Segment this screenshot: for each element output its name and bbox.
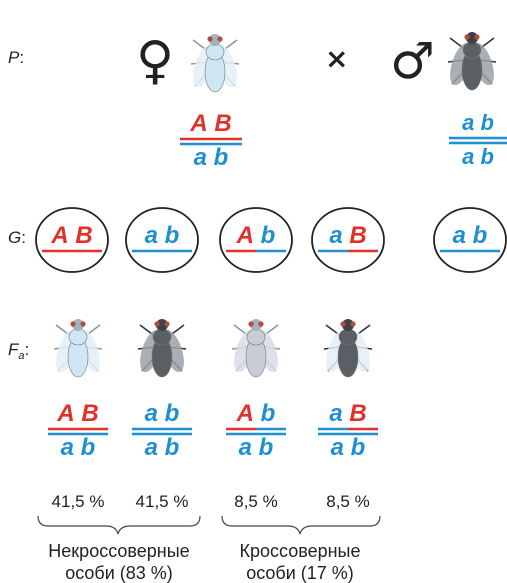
allele: b	[165, 400, 180, 427]
allele: a	[145, 434, 158, 461]
allele: b	[165, 222, 180, 249]
female-genotype: A Ba b	[180, 110, 242, 171]
offspring-percent: 41,5 %	[52, 492, 105, 511]
allele: A	[56, 400, 74, 427]
genotype-alleles: a b	[61, 434, 96, 461]
genotype-alleles: A B	[189, 110, 231, 137]
fly-icon	[447, 32, 497, 91]
crossover-caption-line2: особи (17 %)	[246, 563, 354, 583]
gamete-circle	[219, 207, 293, 273]
allele: a	[462, 110, 474, 135]
offspring-row-label: Fa:	[8, 340, 29, 362]
allele: b	[214, 144, 229, 171]
parents-row-label: P:	[8, 48, 24, 67]
gamete-circle	[35, 207, 109, 273]
male-symbol: ♂	[390, 32, 435, 90]
noncrossover-brace	[37, 515, 201, 535]
female-symbol: ♀	[136, 31, 174, 91]
allele: B	[214, 110, 231, 137]
genotype-alleles: A b	[236, 400, 276, 427]
genotype-alleles: a b	[145, 400, 180, 427]
gamete: a B	[311, 207, 385, 273]
gamete: a b	[125, 207, 199, 273]
offspring-genotypes: A Ba ba ba bA ba ba Ba b	[48, 400, 378, 461]
gamete: A B	[35, 207, 109, 273]
fly-icon	[190, 34, 240, 93]
offspring-fly	[231, 319, 281, 378]
noncrossover-caption-line2: особи (83 %)	[65, 563, 173, 583]
gamete: A b	[219, 207, 293, 273]
genotype-alleles: A B	[56, 400, 98, 427]
genotype-alleles: a b	[145, 222, 180, 249]
gamete-circle	[433, 207, 507, 273]
allele: a	[329, 400, 342, 427]
genotype-alleles: a b	[145, 434, 180, 461]
fly-icon	[53, 319, 103, 378]
allele: b	[261, 400, 276, 427]
offspring-flies	[53, 319, 373, 378]
allele: A	[236, 400, 254, 427]
allele: B	[349, 400, 366, 427]
allele: a	[462, 144, 474, 169]
genotype-alleles: a b	[453, 222, 488, 249]
allele: a	[194, 144, 207, 171]
cross-symbol: ×	[325, 42, 348, 75]
allele: A	[189, 110, 207, 137]
allele: B	[75, 222, 92, 249]
allele: b	[351, 434, 366, 461]
allele: a	[331, 434, 344, 461]
allele: b	[480, 144, 493, 169]
genotype-alleles: a b	[462, 110, 494, 135]
offspring-fly	[323, 319, 373, 378]
allele: A	[236, 222, 254, 249]
gamete-circle	[311, 207, 385, 273]
offspring-fly	[53, 319, 103, 378]
allele: A	[50, 222, 68, 249]
genotype-alleles: a b	[462, 144, 494, 169]
allele: b	[261, 222, 276, 249]
allele: B	[349, 222, 366, 249]
fly-icon	[323, 319, 373, 378]
genotype-alleles: a B	[329, 400, 366, 427]
genotype-alleles: A b	[236, 222, 276, 249]
genotype-alleles: a b	[239, 434, 274, 461]
allele: b	[259, 434, 274, 461]
male-genotype: a ba b	[449, 110, 507, 169]
noncrossover-caption-line1: Некроссоверные	[48, 541, 189, 561]
offspring-percent: 8,5 %	[234, 492, 277, 511]
crossover-brace	[221, 515, 381, 535]
offspring-percent: 41,5 %	[136, 492, 189, 511]
gametes-row-label: G:	[8, 228, 26, 247]
crossover-caption-line1: Кроссоверные	[240, 541, 361, 561]
allele: b	[473, 222, 488, 249]
gamete-circle	[125, 207, 199, 273]
allele: b	[81, 434, 96, 461]
allele: a	[145, 222, 158, 249]
fly-icon	[231, 319, 281, 378]
offspring-percent: 8,5 %	[326, 492, 369, 511]
male-fly-image	[447, 32, 497, 91]
genotype-alleles: a B	[329, 222, 366, 249]
allele: b	[480, 110, 493, 135]
allele: a	[145, 400, 158, 427]
genotype-alleles: a b	[331, 434, 366, 461]
gamete: a b	[433, 207, 507, 273]
genotype-alleles: A B	[50, 222, 92, 249]
genotype-alleles: a b	[194, 144, 229, 171]
fly-icon	[137, 319, 187, 378]
allele: a	[329, 222, 342, 249]
offspring-fly	[137, 319, 187, 378]
allele: a	[61, 434, 74, 461]
allele: a	[239, 434, 252, 461]
allele: B	[81, 400, 98, 427]
allele: b	[165, 434, 180, 461]
female-fly-image	[190, 34, 240, 93]
allele: a	[453, 222, 466, 249]
